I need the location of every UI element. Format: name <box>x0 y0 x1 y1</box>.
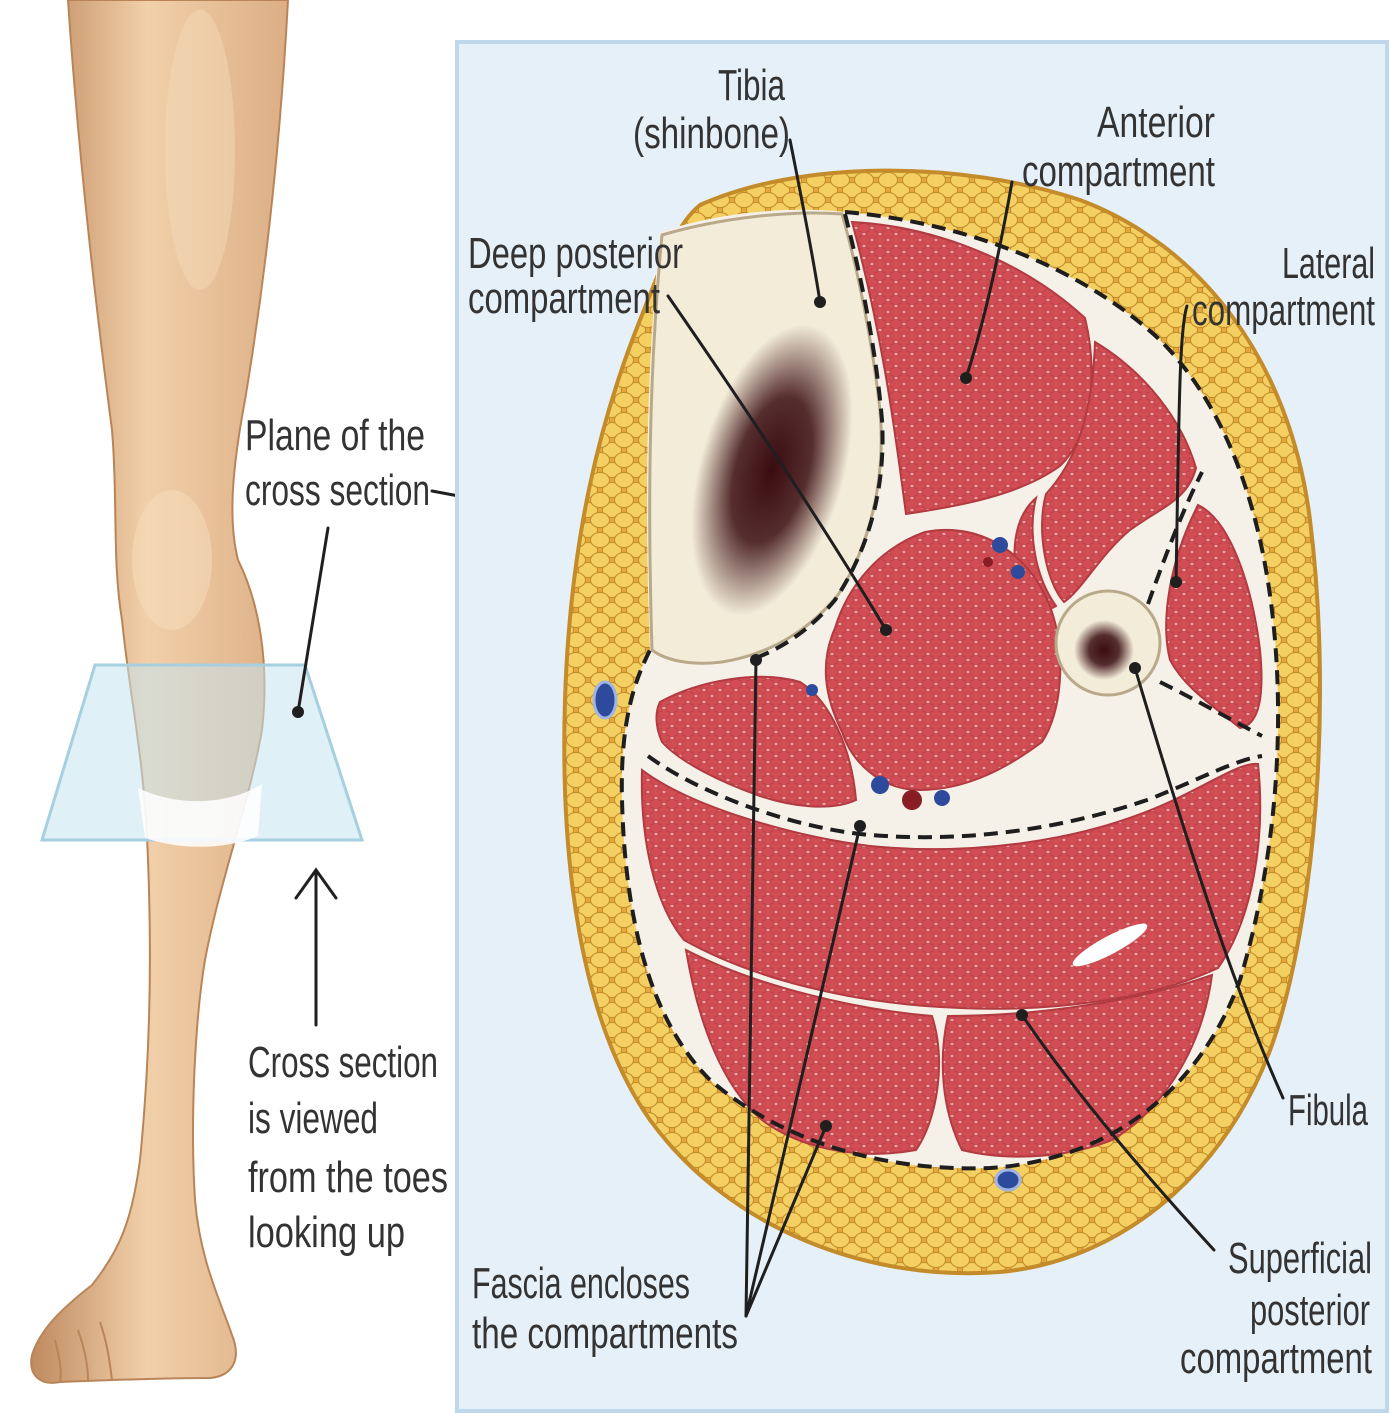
viewing-note-line-2: is viewed <box>248 1094 378 1143</box>
gastrocnemius-lateral-head <box>941 973 1214 1158</box>
lateral-label-line-2: compartment <box>1192 286 1375 335</box>
tibia-pointer-dot <box>814 296 826 308</box>
lateral-pointer-dot <box>1170 576 1182 588</box>
tibia-leader-line <box>788 138 822 304</box>
fascia-label-line-2: the compartments <box>472 1309 738 1358</box>
transverse-intermuscular-septum <box>646 754 1263 840</box>
deep-fascia-outline <box>619 210 1281 1171</box>
deep-posterior-label-line-2: compartment <box>468 274 660 323</box>
artery <box>983 557 993 567</box>
vein <box>992 537 1008 553</box>
lateral-label-line-1: Lateral <box>1282 239 1375 288</box>
plane-pointer-dot-leg <box>292 706 304 718</box>
fibula-marrow <box>1074 620 1134 680</box>
anterior-label-line-1: Anterior <box>1097 98 1215 147</box>
fascia-pointer-dot-lower <box>820 1120 832 1132</box>
label-fibula: Fibula <box>1129 662 1368 1135</box>
label-anterior-compartment: Anterior compartment <box>960 98 1215 384</box>
label-deep-posterior-compartment: Deep posterior compartment <box>468 229 892 636</box>
cross-section-plane <box>39 663 365 842</box>
cross-section-band <box>138 784 262 847</box>
vein <box>871 776 889 794</box>
fibula-label: Fibula <box>1288 1086 1368 1135</box>
plane-label: Plane of the cross section <box>245 411 430 515</box>
soleus-tendon-slit <box>1072 923 1148 967</box>
leg-view: Plane of the cross section Cross section… <box>30 0 518 1384</box>
label-tibia: Tibia (shinbone) <box>633 61 826 308</box>
superficial-posterior-label-line-2: posterior <box>1250 1286 1370 1335</box>
plane-label-line-2: cross section <box>245 466 430 515</box>
fascia-pointer-dot-middle <box>854 820 866 832</box>
toe-lines <box>54 1321 113 1383</box>
deep-posterior-pointer-dot <box>880 624 892 636</box>
superficial-posterior-label-line-3: compartment <box>1180 1334 1372 1383</box>
deep-posterior-leader-line <box>666 294 888 632</box>
superficial-posterior-leader-line <box>1020 1013 1216 1252</box>
superficial-posterior-label-line-1: Superficial <box>1228 1234 1372 1283</box>
vein <box>806 684 818 696</box>
thigh-highlight <box>165 10 235 290</box>
vein <box>1011 565 1025 579</box>
fascia-leader-line-lower <box>744 1124 828 1318</box>
vein <box>934 790 950 806</box>
fibula-leader-line <box>1133 666 1285 1100</box>
anterior-muscle-main <box>850 220 1093 516</box>
cross-section <box>562 168 1322 1276</box>
knee-highlight <box>132 490 212 630</box>
deep-posterior-label-line-1: Deep posterior <box>468 229 683 278</box>
label-lateral-compartment: Lateral compartment <box>1170 239 1375 588</box>
superficial-vein <box>592 680 618 720</box>
viewing-note-line-4: looking up <box>248 1208 405 1257</box>
fascia-label-line-1: Fascia encloses <box>472 1259 690 1308</box>
artery <box>902 790 922 810</box>
view-direction-arrow <box>294 867 338 1027</box>
tibia-label-line-1: Tibia <box>718 61 785 110</box>
lateral-muscle <box>1165 503 1263 730</box>
tibia-label-line-2: (shinbone) <box>633 109 790 158</box>
viewing-note-line-1: Cross section <box>248 1038 438 1087</box>
anterior-pointer-dot <box>960 372 972 384</box>
superficial-posterior-pointer-dot <box>1016 1009 1028 1021</box>
anterior-muscle-secondary <box>1041 340 1198 604</box>
deep-posterior-muscle-main <box>824 528 1062 792</box>
fibula-pointer-dot <box>1129 662 1141 674</box>
plane-label-line-1: Plane of the <box>245 411 425 460</box>
plane-leader-line-to-leg <box>296 526 330 714</box>
posterior-intermuscular-septum <box>1159 680 1263 738</box>
label-fascia: Fascia encloses the compartments <box>472 654 866 1358</box>
blood-vessels <box>592 537 1025 1192</box>
viewing-note: Cross section is viewed from the toes lo… <box>248 1038 448 1257</box>
fascia-leader-line-upper <box>744 658 758 1318</box>
anterior-leader-line <box>964 180 1014 380</box>
viewing-note-line-3: from the toes <box>248 1153 448 1202</box>
superficial-vein <box>994 1168 1022 1192</box>
label-superficial-posterior-compartment: Superficial posterior compartment <box>1016 1009 1372 1383</box>
tibia-fascia-edge <box>749 213 885 662</box>
fascia-leader-line-middle <box>744 824 862 1318</box>
fascia-pointer-dot-upper <box>750 654 762 666</box>
tibia-marrow <box>691 324 853 616</box>
lateral-leader-line <box>1174 304 1189 584</box>
anterior-label-line-2: compartment <box>1022 147 1215 196</box>
